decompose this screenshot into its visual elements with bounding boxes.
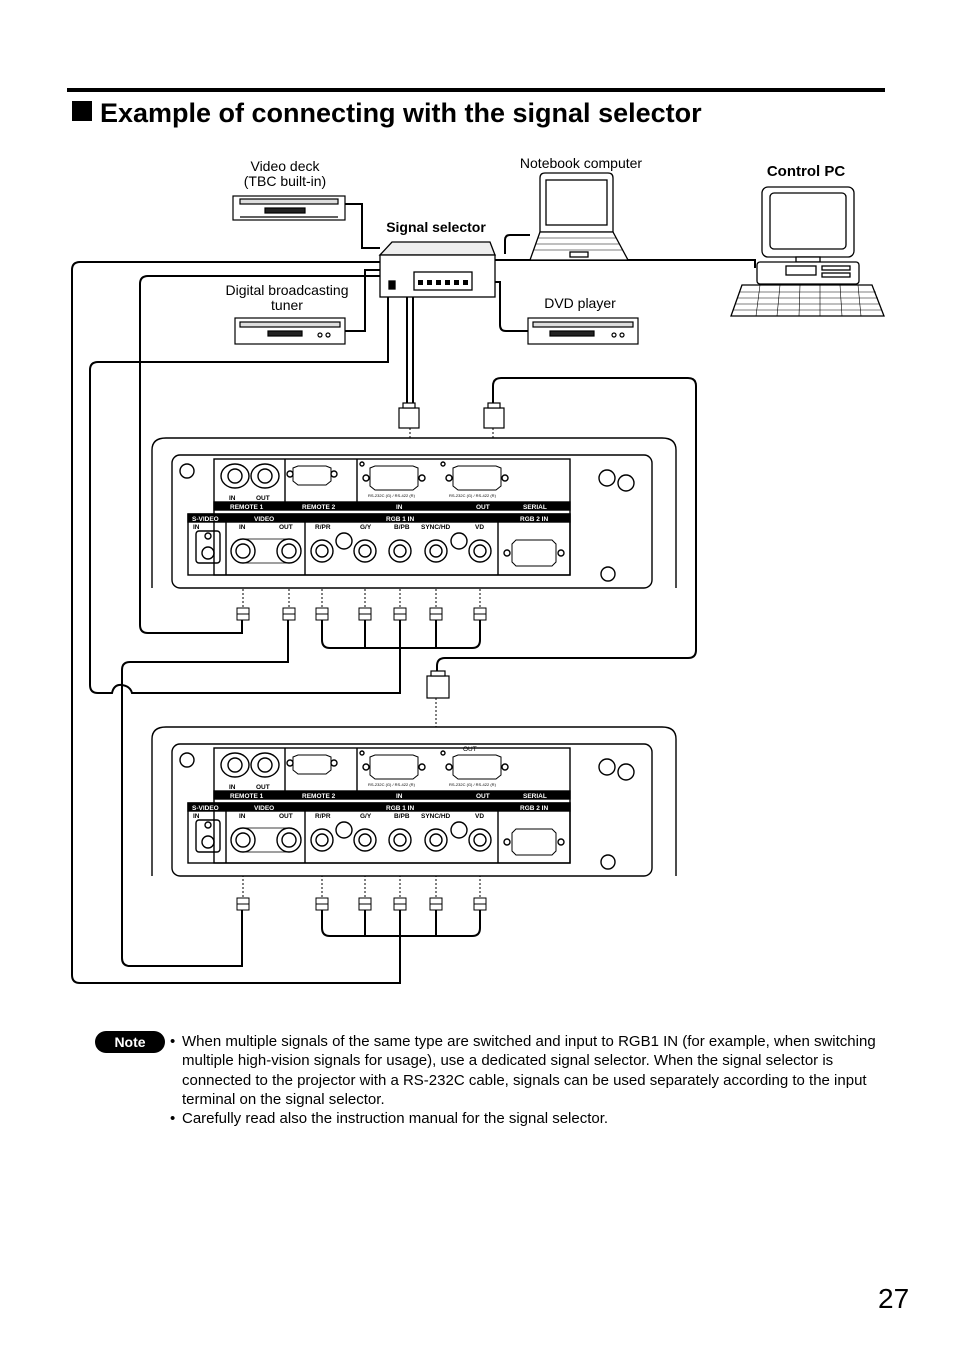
- upper-remote1-label: REMOTE 1: [230, 504, 264, 511]
- video-deck: [232, 195, 346, 221]
- lower-video-label: VIDEO: [254, 805, 274, 812]
- lower-in-label: IN: [229, 784, 236, 791]
- lower-rpr-label: R/PR: [315, 813, 331, 820]
- header-rule: [67, 88, 885, 92]
- dvd-label: DVD player: [544, 295, 616, 311]
- lower-svideo-label: S-VIDEO: [192, 805, 219, 812]
- upper-serial-label: SERIAL: [523, 504, 547, 511]
- lower-serial-in-label: IN: [396, 793, 403, 800]
- cables: [71, 203, 756, 984]
- upper-svideo-in-label: IN: [193, 524, 200, 531]
- signal-selector-device: [378, 241, 496, 298]
- upper-serial-out-label: OUT: [476, 504, 490, 511]
- lower-bpb-label: B/PB: [394, 813, 410, 820]
- note-text: When multiple signals of the same type a…: [182, 1033, 876, 1108]
- lower-rs-caption-in: RS-232C (G) / RS-422 (R): [368, 782, 416, 787]
- upper-video-label: VIDEO: [254, 516, 274, 523]
- rs232-plug-top-left: [398, 402, 420, 429]
- tuner-label: Digital broadcasting tuner: [212, 283, 362, 313]
- lower-gy-label: G/Y: [360, 813, 372, 820]
- upper-video-in-label: IN: [239, 524, 246, 531]
- upper-svideo-label: S-VIDEO: [192, 516, 219, 523]
- note-badge: Note: [95, 1031, 165, 1053]
- dvd-player: [527, 317, 639, 345]
- lower-out-label: OUT: [256, 784, 270, 791]
- upper-rpr-label: R/PR: [315, 524, 331, 531]
- rs232-plug-top-right: [483, 402, 505, 429]
- tuner-label-line1: Digital broadcasting: [225, 282, 349, 298]
- control-pc-device: [730, 186, 885, 317]
- video-deck-label-line2: (TBC built-in): [243, 173, 327, 189]
- upper-serial-in-label: IN: [396, 504, 403, 511]
- lower-synchd-label: SYNC/HD: [421, 813, 451, 820]
- upper-rgb2-label: RGB 2 IN: [520, 516, 548, 523]
- lower-rs-caption-out: RS-232C (G) / RS-422 (R): [449, 782, 497, 787]
- lower-rgb2-label: RGB 2 IN: [520, 805, 548, 812]
- upper-vd-label: VD: [475, 524, 484, 531]
- lower-serial-out-label: OUT: [476, 793, 490, 800]
- lower-remote2-label: REMOTE 2: [302, 793, 336, 800]
- upper-remote2-label: REMOTE 2: [302, 504, 336, 511]
- square-bullet-icon: [72, 101, 92, 121]
- upper-synchd-label: SYNC/HD: [421, 524, 451, 531]
- note-text: Carefully read also the instruction manu…: [182, 1110, 609, 1128]
- upper-gy-label: G/Y: [360, 524, 372, 531]
- lower-video-in-label: IN: [239, 813, 246, 820]
- panel-lower-labels: OUT IN OUT REMOTE 1 REMOTE 2 IN OUT SERI…: [192, 746, 548, 820]
- panel-upper-labels: IN OUT REMOTE 1 REMOTE 2 IN OUT SERIAL R…: [192, 493, 548, 531]
- notes-list: •When multiple signals of the same type …: [170, 1032, 880, 1128]
- upper-in-label: IN: [229, 495, 236, 502]
- heading-text: Example of connecting with the signal se…: [100, 98, 702, 128]
- lower-svideo-in-label: IN: [193, 813, 200, 820]
- video-deck-label-line1: Video deck: [250, 158, 320, 174]
- lower-out-top-label: OUT: [463, 746, 477, 753]
- projector-panel-upper: [151, 437, 677, 589]
- bnc-plugs-lower: [236, 897, 487, 911]
- signal-selector-label: Signal selector: [386, 219, 486, 235]
- video-deck-label: Video deck (TBC built-in): [230, 159, 340, 189]
- projector-panel-lower: [151, 726, 677, 877]
- notebook-label: Notebook computer: [519, 155, 643, 171]
- upper-rs-caption-in: RS-232C (G) / RS-422 (R): [368, 493, 416, 498]
- tuner: [234, 317, 346, 345]
- upper-video-out-label: OUT: [279, 524, 293, 531]
- upper-bpb-label: B/PB: [394, 524, 410, 531]
- lower-remote1-label: REMOTE 1: [230, 793, 264, 800]
- lower-video-out-label: OUT: [279, 813, 293, 820]
- upper-rgb1-label: RGB 1 IN: [386, 516, 414, 523]
- rs232-plug-middle: [426, 670, 450, 699]
- note-item: •Carefully read also the instruction man…: [170, 1110, 609, 1128]
- lower-serial-label: SERIAL: [523, 793, 547, 800]
- note-item: •When multiple signals of the same type …: [170, 1033, 876, 1108]
- section-heading: Example of connecting with the signal se…: [72, 98, 702, 129]
- notebook-computer: [529, 172, 630, 261]
- tuner-label-line2: tuner: [271, 297, 303, 313]
- control-pc-label: Control PC: [766, 163, 846, 180]
- upper-rs-caption-out: RS-232C (G) / RS-422 (R): [449, 493, 497, 498]
- page-number: 27: [878, 1283, 910, 1314]
- upper-out-label: OUT: [256, 495, 270, 502]
- lower-rgb1-label: RGB 1 IN: [386, 805, 414, 812]
- lower-vd-label: VD: [475, 813, 484, 820]
- bnc-plugs-upper: [236, 607, 487, 621]
